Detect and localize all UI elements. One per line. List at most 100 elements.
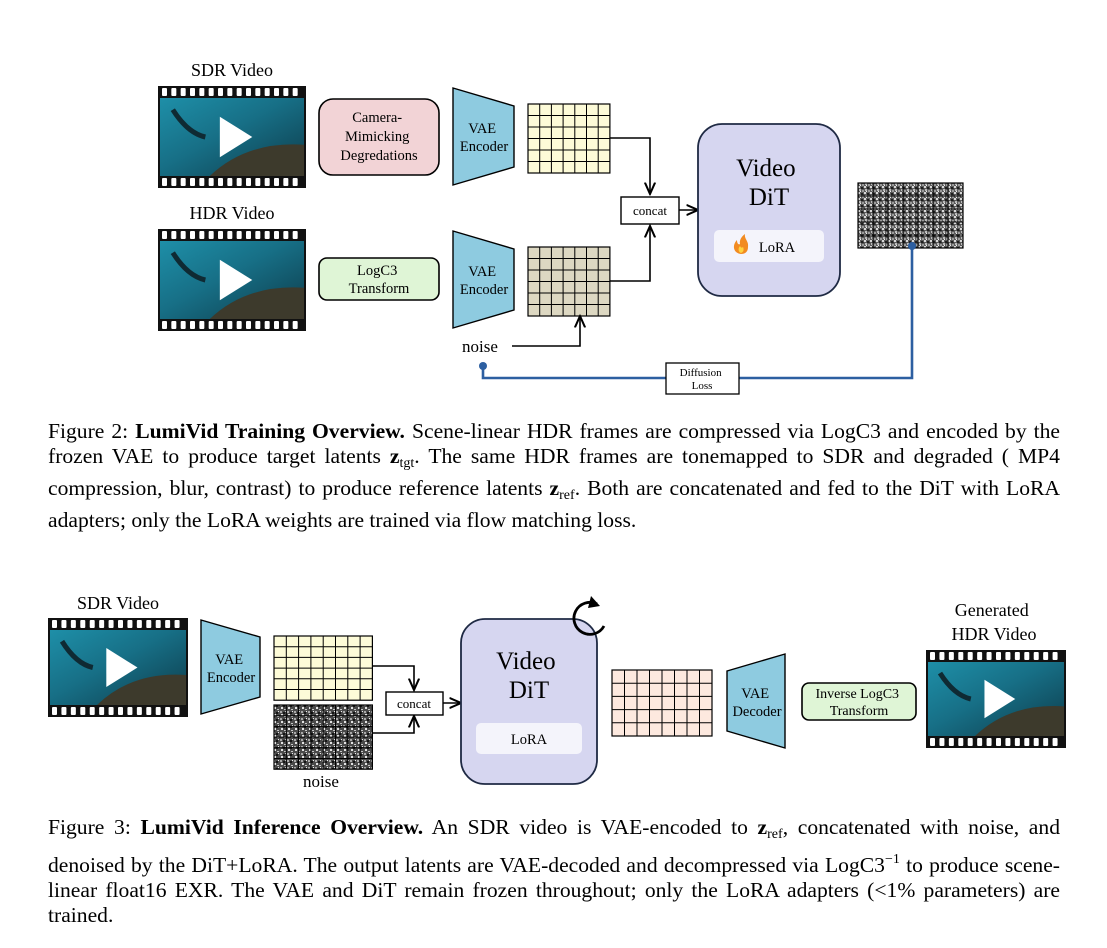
fig3-sdr-video-thumbnail (48, 618, 188, 717)
circular-arrow-icon (572, 596, 606, 636)
sprocket-hole (89, 707, 95, 715)
sprocket-hole (977, 652, 983, 660)
sprocket-hole (292, 88, 298, 96)
sprocket-hole (1033, 652, 1039, 660)
fig3-concat-label: concat (397, 696, 431, 711)
target-latent-grid (527, 246, 611, 317)
sprocket-hole (274, 231, 279, 239)
fig3-video-dit-label: Video DiT (496, 648, 562, 704)
logc3-transform-box (318, 257, 440, 301)
sprocket-hole (227, 178, 233, 186)
sprocket-hole (967, 652, 973, 660)
vae-encoder-hdr (452, 230, 515, 329)
diffusion-loss-label: Diffusion Loss (680, 367, 725, 392)
sdr-video-thumbnail (158, 86, 306, 188)
sprocket-hole (171, 178, 177, 186)
video-dit-label: Video DiT (736, 155, 802, 211)
coral-reef (209, 287, 304, 319)
latent-grid-background (857, 182, 964, 249)
diver-silhouette (170, 108, 207, 140)
loss-endpoint-out (908, 242, 916, 250)
sprocket-hole (967, 738, 973, 746)
coral-reef (975, 706, 1064, 736)
noise-label: noise (462, 337, 498, 356)
diffusion-loss-box (665, 362, 740, 395)
sprocket-hole (208, 178, 214, 186)
sprocket-hole (171, 321, 177, 329)
sprocket-hole (199, 231, 205, 239)
figure-2-title: LumiVid Training Overview. (135, 419, 405, 443)
figure-2-caption: Figure 2: LumiVid Training Overview. Sce… (48, 419, 1061, 532)
sprocket-hole (1005, 652, 1011, 660)
sprocket-hole (1014, 738, 1020, 746)
sprocket-hole (118, 707, 123, 715)
sprocket-hole (174, 707, 180, 715)
sprocket-hole (246, 231, 251, 239)
sprocket-hole (118, 620, 123, 628)
sprocket-hole (930, 652, 935, 660)
sprocket-hole (227, 88, 233, 96)
sprocket-hole (996, 652, 1001, 660)
noise-arrow (512, 316, 580, 347)
sprocket-hole (190, 88, 195, 96)
sprocket-hole (190, 178, 195, 186)
sprocket-hole (255, 88, 261, 96)
sprocket-hole (1043, 738, 1049, 746)
sprocket-hole (61, 620, 67, 628)
sprocket-hole (255, 231, 261, 239)
fig3-generated-hdr-thumbnail (926, 650, 1066, 748)
sprocket-hole (264, 88, 270, 96)
sprocket-hole (52, 707, 57, 715)
sprocket-hole (165, 707, 171, 715)
sprocket-hole (146, 620, 152, 628)
fig3-vae-encoder-label: VAE Encoder (207, 652, 255, 686)
fig3-vae-encoder (200, 619, 261, 715)
vae-encoder-sdr (452, 87, 515, 186)
sprocket-hole (264, 321, 270, 329)
logc3-transform-label: LogC3 Transform (349, 263, 410, 297)
sprocket-hole (208, 321, 214, 329)
sprocket-hole (218, 321, 223, 329)
hdr-video-thumbnail (158, 229, 306, 331)
sprocket-hole (977, 738, 983, 746)
sprocket-hole (236, 321, 242, 329)
sprocket-hole (127, 707, 133, 715)
sprocket-hole (208, 231, 214, 239)
sprocket-hole (958, 738, 964, 746)
sprocket-hole (1005, 738, 1011, 746)
sprocket-hole (199, 321, 205, 329)
diver-silhouette (170, 251, 207, 283)
degradation-label: Camera- Mimicking Degredations (340, 110, 418, 164)
sprocket-hole (1024, 738, 1030, 746)
sprocket-hole (162, 88, 167, 96)
sprocket-hole (246, 88, 251, 96)
sprocket-hole (283, 178, 289, 186)
sprocket-hole (274, 88, 279, 96)
sprocket-hole (264, 231, 270, 239)
sprocket-hole (939, 738, 945, 746)
sprocket-hole (162, 321, 167, 329)
diver-silhouette (937, 671, 972, 702)
sprocket-hole (292, 178, 298, 186)
sprocket-hole (236, 178, 242, 186)
sprocket-hole (146, 707, 152, 715)
sprocket-hole (283, 231, 289, 239)
fig3-noise-to-concat-arrow (373, 716, 414, 734)
sprocket-hole (948, 652, 954, 660)
sprocket-hole (171, 88, 177, 96)
sprocket-hole (99, 620, 105, 628)
fig3-vae-decoder (726, 653, 786, 749)
sprocket-hole (218, 231, 223, 239)
play-icon (106, 648, 138, 687)
sprocket-hole (255, 321, 261, 329)
fig3-output-latent-grid (611, 669, 713, 737)
predicted-noise-latent-grid (857, 182, 964, 249)
fig3-noise-label: noise (303, 772, 339, 791)
sprocket-hole (180, 178, 186, 186)
figure-2-number: Figure 2: (48, 419, 129, 443)
fig3-vae-decoder-label: VAE Decoder (732, 686, 781, 720)
fig3-sdr-video-label: SDR Video (77, 593, 159, 613)
sprocket-hole (52, 620, 57, 628)
sprocket-hole (227, 231, 233, 239)
play-icon (984, 679, 1016, 719)
